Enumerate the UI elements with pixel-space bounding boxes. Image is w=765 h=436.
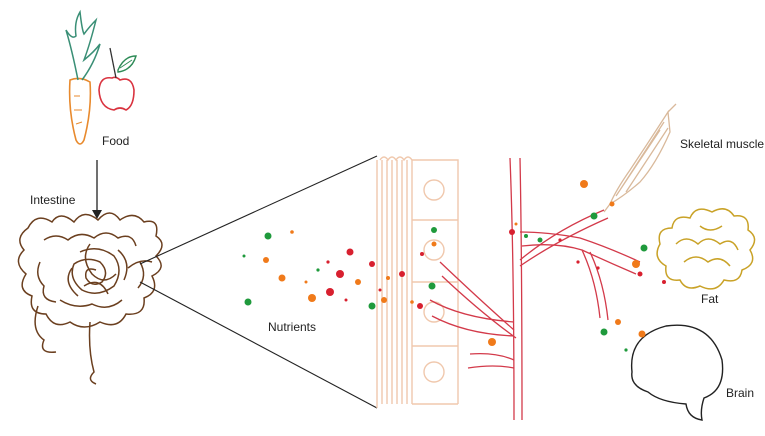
nutrient-dot [346,248,354,256]
nutrient-dot [326,288,334,296]
nutrient-dot [242,254,246,258]
nutrient-dot [537,237,543,243]
nutrient-dot [600,328,608,336]
nutrient-dot [624,348,628,352]
nutrient-dot [369,261,375,267]
nutrient-dot [304,280,308,284]
nutrient-dot [640,244,648,252]
nutrient-dot [344,298,348,302]
nutrient-dot [336,270,344,278]
nutrient-dot [514,222,518,226]
nutrient-dots [242,180,666,352]
nutrient-dot [244,298,252,306]
skeletal-muscle-label: Skeletal muscle [680,137,765,151]
nutrient-dot [278,274,286,282]
carrot-icon [65,9,101,145]
nutrient-dot [378,288,382,292]
nutrient-dot [638,330,646,338]
nutrient-dot [420,252,424,256]
nutrient-dot [580,180,588,188]
nutrient-dot [417,303,423,309]
intestinal-wall [376,156,459,408]
intestine-label: Intestine [30,193,76,207]
nutrient-dot [381,297,387,303]
nutrient-dot [488,338,496,346]
nutrient-dot [290,230,294,234]
blood-vessels [429,157,641,421]
brain-label: Brain [726,386,755,400]
nutrient-dot [410,300,414,304]
intestine-icon [17,212,163,385]
food-label: Food [102,134,130,148]
nutrient-dot [609,201,615,207]
nutrient-dot [368,302,376,310]
nutrients-label: Nutrients [268,320,317,334]
nutrient-dot [326,260,330,264]
nutrient-dot [355,279,361,285]
nutrient-dot [596,266,600,270]
nutrient-dot [576,260,580,264]
nutrient-dot [431,227,437,233]
nutrient-dot [399,271,405,277]
fat-label: Fat [701,292,719,306]
nutrient-dot [558,238,562,242]
nutrient-dot [428,282,436,290]
nutrient-dot [308,294,316,302]
nutrient-dot [263,257,269,263]
nutrient-dot [264,232,272,240]
nutrient-dot [509,229,515,235]
fat-icon [656,208,756,290]
brain-icon [630,324,724,421]
nutrient-dot [662,280,666,284]
nutrient-dot [524,234,528,238]
food-arrow [92,160,102,219]
nutrient-dot [632,260,640,268]
apple-icon [98,47,137,111]
nutrient-dot [615,319,621,325]
skeletal-muscle-icon [603,103,677,213]
nutrient-dot [386,276,390,280]
nutrient-dot [316,268,320,272]
nutrient-dot [431,241,437,247]
zoom-lines [139,155,378,409]
nutrient-dot [590,212,598,220]
nutrient-dot [637,271,643,277]
